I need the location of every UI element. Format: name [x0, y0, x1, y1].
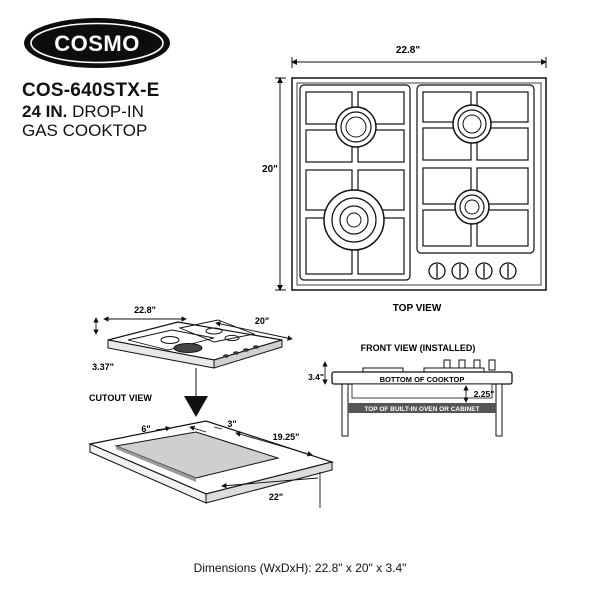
cosmo-logo: COSMO	[24, 18, 170, 68]
cutout-depth-label: 19.25"	[273, 432, 300, 442]
product-size: 24 IN. DROP-IN	[22, 102, 144, 122]
top-view: 22.8" 20"	[262, 45, 547, 314]
front-height-label: 3.4"	[308, 372, 324, 382]
top-view-caption: TOP VIEW	[393, 303, 442, 314]
front-oven-label: TOP OF BUILT-IN OVEN OR CABINET	[364, 406, 479, 413]
burner-bottom-right	[454, 189, 490, 225]
front-bottom-label: BOTTOM OF COOKTOP	[380, 375, 465, 384]
top-width-label: 22.8"	[396, 45, 420, 56]
burner-top-left	[335, 106, 377, 148]
top-depth-label: 20"	[262, 164, 278, 175]
dimensions-footer: Dimensions (WxDxH): 22.8" x 20" x 3.4"	[193, 561, 407, 575]
size-bold: 24 IN.	[22, 102, 68, 121]
logo-text: COSMO	[54, 31, 140, 56]
cutout-left-margin: 6"	[141, 424, 150, 434]
front-caption: FRONT VIEW (INSTALLED)	[361, 343, 476, 353]
burner-top-right	[452, 104, 492, 144]
model-number: COS-640STX-E	[22, 80, 160, 101]
cutout-view: CUTOUT VIEW 6" 3" 19.25" 22"	[87, 393, 335, 508]
size-rest: DROP-IN	[67, 102, 144, 121]
control-knobs	[428, 262, 517, 280]
iso-width-label: 22.8"	[134, 305, 156, 315]
product-type: GAS COOKTOP	[22, 121, 148, 140]
front-view: FRONT VIEW (INSTALLED) BOTTOM OF COOKTOP…	[308, 343, 513, 437]
cooktop-plate	[291, 77, 547, 291]
iso-depth-label: 20"	[255, 316, 269, 326]
cutout-back-margin: 3"	[227, 419, 236, 429]
iso-height-label: 3.37"	[92, 362, 114, 372]
burner-wok-center	[323, 189, 385, 251]
cutout-caption: CUTOUT VIEW	[89, 393, 152, 403]
front-gap-label: 2.25"	[474, 389, 495, 399]
right-grate	[416, 84, 535, 254]
cutout-width-label: 22"	[269, 492, 283, 502]
isometric-view: 22.8" 20" 3.37"	[92, 305, 293, 417]
oven-top-band	[348, 403, 496, 413]
down-arrow-icon	[184, 396, 208, 417]
